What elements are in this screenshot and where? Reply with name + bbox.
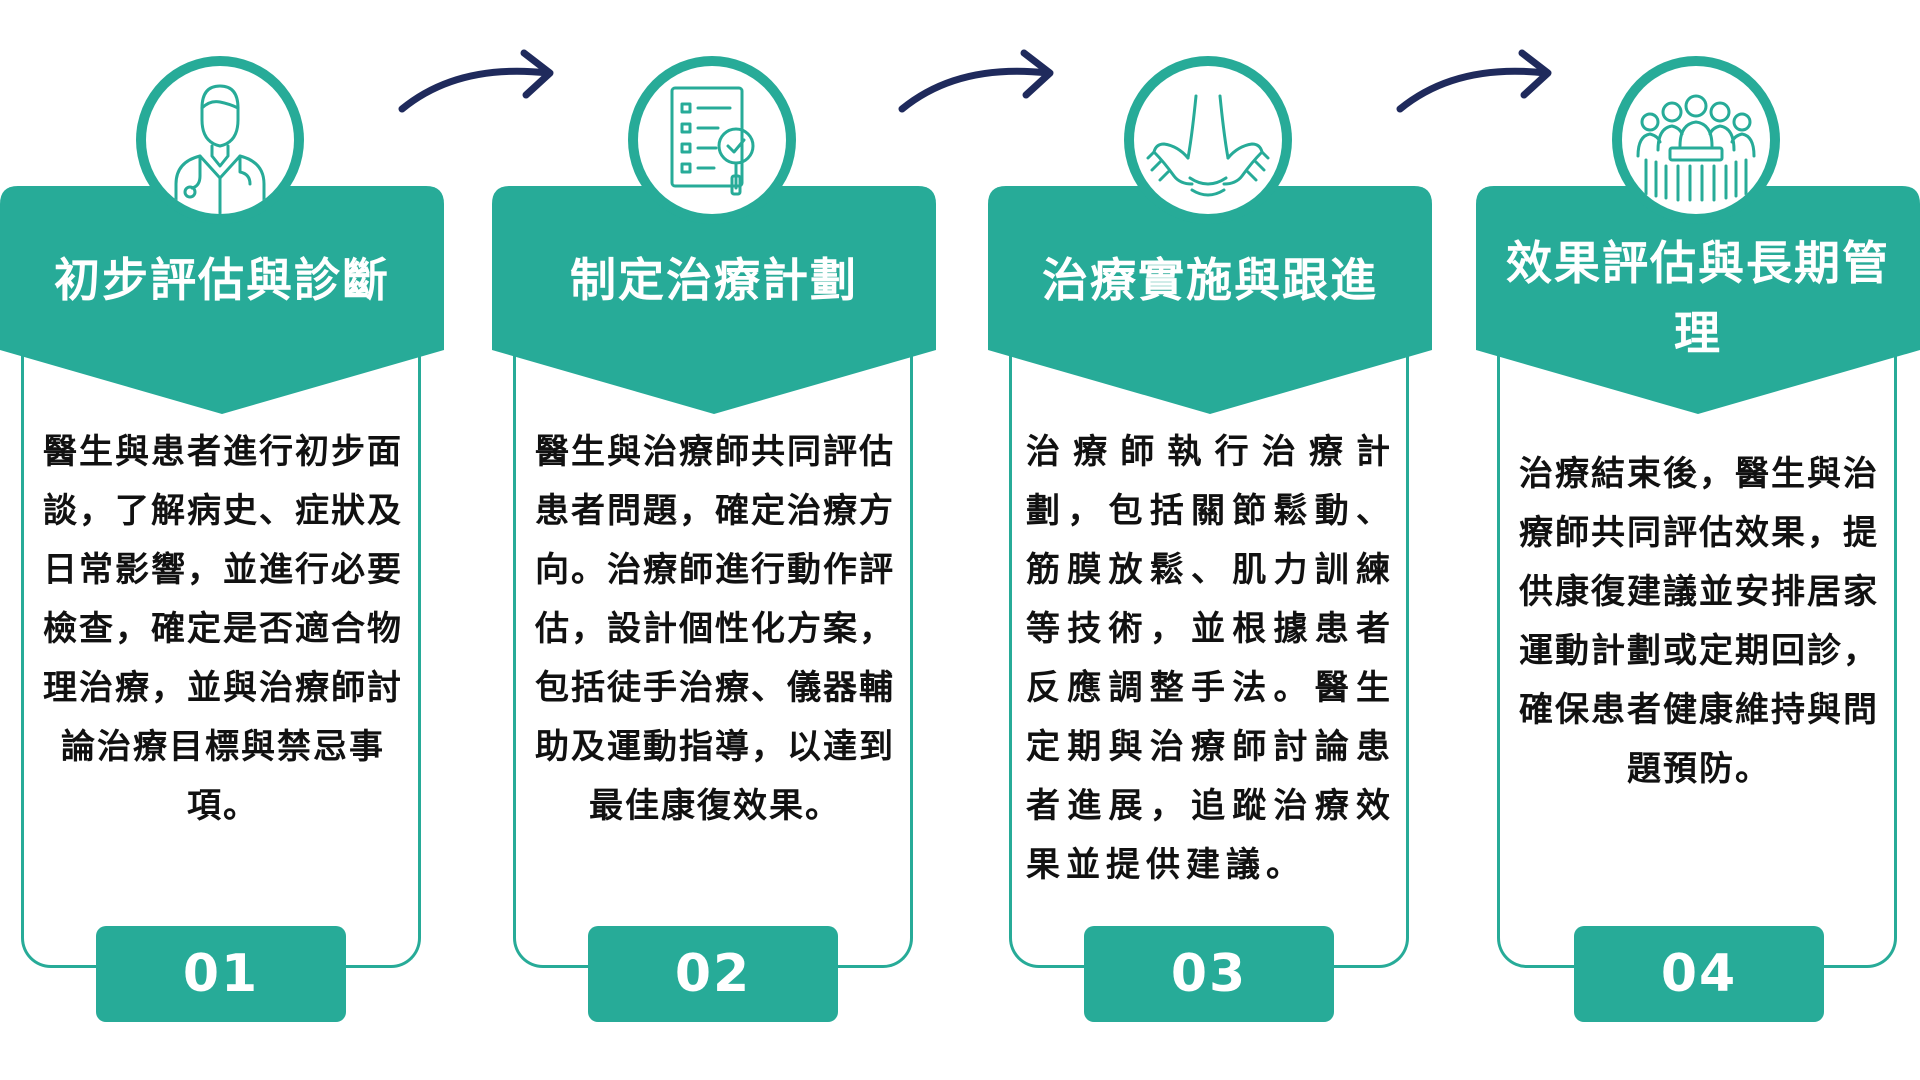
step-description: 醫生與患者進行初步面談，了解病史、症狀及日常影響，並進行必要檢查，確定是否適合物… [43,432,403,826]
step-title: 制定治療計劃 [570,253,858,307]
step-number-badge: 03 [1084,926,1334,1022]
step-number-badge: 04 [1574,926,1824,1022]
step-body-box [21,352,421,968]
step-header-banner [988,186,1432,414]
arrow-right-icon [1396,49,1552,113]
step-title: 治療實施與跟進 [1042,253,1378,307]
hands-treatment-icon [1146,94,1270,197]
step-card-3: 治療實施與跟進 治療師執行治療計劃，包括關節鬆動、筋膜放鬆、肌力訓練等技術，並根… [988,0,1438,1080]
team-meeting-icon [1636,94,1756,202]
icon-badge [1124,56,1292,224]
step-card-2: 制定治療計劃 醫生與治療師共同評估患者問題，確定治療方向。治療師進行動作評估，設… [492,0,942,1080]
arrow-right-icon [898,49,1054,113]
doctor-icon [174,84,266,214]
checklist-magnifier-icon [670,86,755,196]
step-number-badge: 02 [588,926,838,1022]
step-number-badge: 01 [96,926,346,1022]
icon-badge [136,56,304,224]
step-body-box [1497,352,1897,968]
step-description: 治療結束後，醫生與治療師共同評估效果，提供康復建議並安排居家運動計劃或定期回診，… [1519,454,1879,789]
step-body-box [1009,352,1409,968]
step-header-banner [0,186,444,414]
step-title: 初步評估與診斷 [54,253,390,307]
step-title: 效果評估與長期管理 [1506,236,1890,360]
step-header-banner [492,186,936,414]
icon-badge [628,56,796,224]
step-header-banner [1476,186,1920,414]
step-description: 治療師執行治療計劃，包括關節鬆動、筋膜放鬆、肌力訓練等技術，並根據患者反應調整手… [1026,432,1396,885]
step-description: 醫生與治療師共同評估患者問題，確定治療方向。治療師進行動作評估，設計個性化方案，… [535,432,895,826]
icon-badge [1612,56,1780,224]
arrow-right-icon [398,49,554,113]
step-card-1: 初步評估與診斷 醫生與患者進行初步面談，了解病史、症狀及日常影響，並進行必要檢查… [0,0,450,1080]
step-card-4: 效果評估與長期管理 治療結束後，醫生與治療師共同評估效果，提供康復建議並安排居家… [1476,0,1920,1080]
